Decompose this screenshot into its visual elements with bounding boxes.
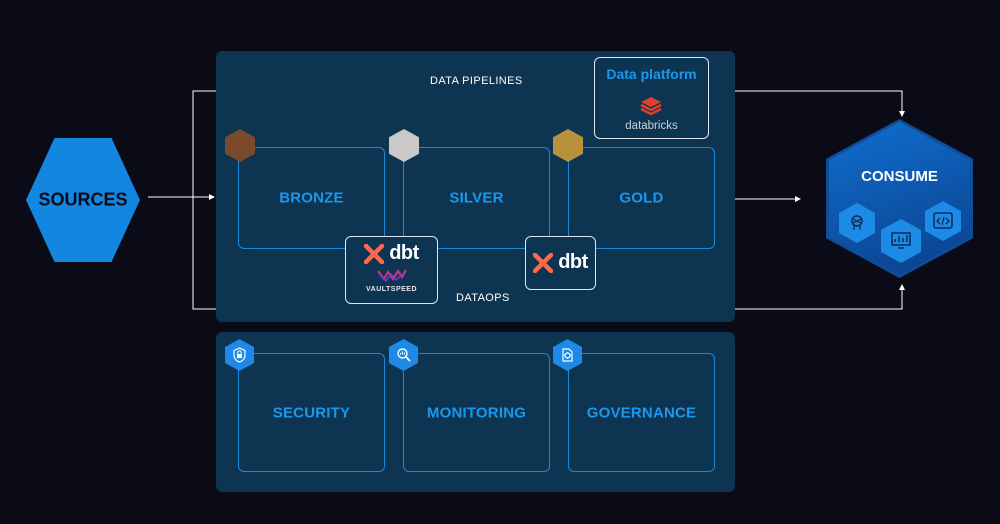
silver-label: SILVER bbox=[449, 189, 504, 207]
gold-label: GOLD bbox=[619, 189, 664, 207]
databricks-text: databricks bbox=[625, 120, 678, 132]
sources-node: SOURCES bbox=[26, 138, 140, 262]
bronze-label: BRONZE bbox=[279, 189, 344, 207]
bronze-hex-badge bbox=[225, 129, 255, 162]
silver-layer-box: SILVER bbox=[403, 147, 550, 249]
dbt-logo-icon-2 bbox=[533, 252, 554, 273]
gold-hex-badge bbox=[553, 129, 583, 162]
code-icon bbox=[925, 201, 961, 241]
ai-brain-icon bbox=[839, 203, 875, 243]
dbt-card: dbt bbox=[525, 236, 596, 290]
dbt-text: dbt bbox=[389, 242, 419, 264]
consume-label: CONSUME bbox=[861, 168, 938, 185]
data-pipelines-label: DATA PIPELINES bbox=[430, 75, 523, 87]
governance-label: GOVERNANCE bbox=[586, 404, 697, 421]
magnifier-icon bbox=[389, 339, 418, 371]
dashboard-icon bbox=[881, 219, 921, 263]
ops-panel bbox=[216, 332, 735, 492]
dbt-text-2: dbt bbox=[558, 251, 588, 273]
dbt-logo-icon bbox=[364, 243, 385, 264]
dbt-vaultspeed-card: dbt VAULTSPEED bbox=[345, 236, 438, 304]
security-label: SECURITY bbox=[272, 404, 351, 421]
vaultspeed-logo-icon bbox=[377, 268, 407, 282]
silver-hex-badge bbox=[389, 129, 419, 162]
vaultspeed-text: VAULTSPEED bbox=[365, 286, 418, 293]
monitoring-box: MONITORING bbox=[403, 353, 550, 472]
bronze-layer-box: BRONZE bbox=[238, 147, 385, 249]
databricks-logo-icon bbox=[640, 97, 662, 116]
gold-layer-box: GOLD bbox=[568, 147, 715, 249]
monitoring-label: MONITORING bbox=[426, 404, 527, 421]
data-platform-title: Data platform bbox=[606, 66, 697, 82]
sources-label: SOURCES bbox=[38, 189, 128, 210]
lock-icon bbox=[225, 339, 254, 371]
data-platform-card: Data platform databricks bbox=[594, 57, 709, 139]
governance-box: GOVERNANCE bbox=[568, 353, 715, 472]
consume-node: CONSUME bbox=[826, 119, 973, 278]
security-box: SECURITY bbox=[238, 353, 385, 472]
dataops-label: DATAOPS bbox=[456, 292, 510, 304]
